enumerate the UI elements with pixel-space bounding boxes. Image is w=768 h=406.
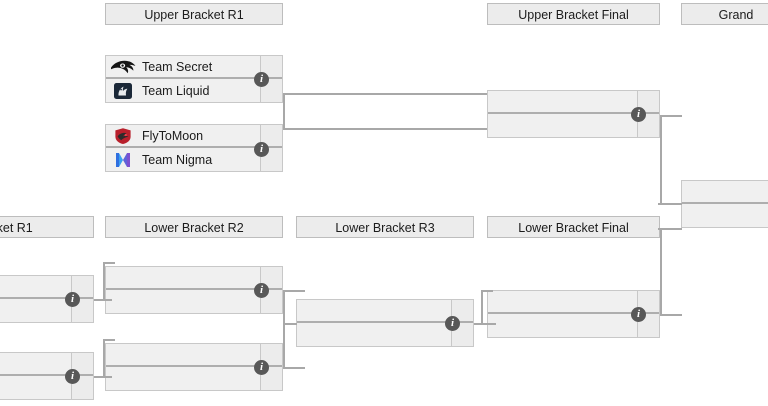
match-score — [260, 344, 282, 365]
connector-ubfinal-out-horizontal — [660, 115, 682, 117]
connector-grandfinal-top-in-horizontal — [658, 203, 682, 205]
match-score — [637, 291, 659, 312]
connector-lbr1-m1-horizontal — [94, 299, 112, 301]
connector-lbr2-m2-vertical — [283, 323, 285, 367]
connector-lbr1-m2-vertical — [103, 339, 105, 376]
connector-lbfinal-in-vertical — [481, 290, 483, 323]
match-opponent-row[interactable] — [682, 181, 768, 204]
match-score — [71, 353, 93, 374]
match-opponent-row[interactable]: Team Nigma — [106, 148, 282, 171]
match-info-icon[interactable]: i — [254, 72, 269, 87]
team-secret-eye-logo — [108, 56, 138, 77]
match-opponent-row[interactable] — [106, 344, 282, 367]
match-score — [260, 56, 282, 77]
connector-ubfinal-to-grandfinal-vertical — [660, 115, 662, 203]
team-name: FlyToMoon — [142, 128, 204, 143]
connector-lbr2-m1-vertical — [283, 290, 285, 323]
connector-lbfinal-to-grandfinal-vertical — [660, 228, 662, 314]
match-score — [71, 276, 93, 297]
team-name: Team Liquid — [142, 83, 210, 98]
round-header-lower-bracket-r2: Lower Bracket R2 — [105, 216, 283, 238]
match-info-icon[interactable]: i — [445, 316, 460, 331]
round-header-lower-bracket-r1: racket R1 — [0, 216, 94, 238]
match-info-icon[interactable]: i — [254, 360, 269, 375]
match-lower-bracket-r2-2[interactable] — [105, 343, 283, 391]
match-info-icon[interactable]: i — [65, 369, 80, 384]
connector-lbr2-m1-out-horizontal — [283, 290, 305, 292]
connector-grandfinal-bottom-in-horizontal — [658, 228, 682, 230]
round-header-lower-bracket-r3: Lower Bracket R3 — [296, 216, 474, 238]
match-score — [637, 91, 659, 112]
round-header-upper-bracket-r1: Upper Bracket R1 — [105, 3, 283, 25]
match-info-icon[interactable]: i — [254, 142, 269, 157]
round-header-lower-bracket-final: Lower Bracket Final — [487, 216, 660, 238]
connector-lbr2-m2-out-horizontal — [283, 367, 305, 369]
match-opponent-row[interactable] — [488, 291, 659, 314]
connector-lbr2-m2-in-horizontal — [103, 339, 115, 341]
round-header-upper-bracket-final: Upper Bracket Final — [487, 3, 660, 25]
connector-ubr1-m2-horizontal — [283, 128, 487, 130]
match-info-icon[interactable]: i — [631, 307, 646, 322]
match-opponent-row[interactable] — [106, 267, 282, 290]
match-info-icon[interactable]: i — [631, 107, 646, 122]
connector-lbr2-m1-in-horizontal — [103, 262, 115, 264]
match-info-icon[interactable]: i — [254, 283, 269, 298]
match-opponent-row[interactable]: FlyToMoon — [106, 125, 282, 148]
match-upper-bracket-r1-2[interactable]: FlyToMoon Team Nigma — [105, 124, 283, 172]
match-opponent-row[interactable] — [488, 91, 659, 114]
match-score — [260, 267, 282, 288]
connector-ubr1-m1-horizontal — [283, 93, 487, 95]
connector-lbr3-in-horizontal — [283, 323, 297, 325]
connector-lbr1-m2-horizontal — [94, 376, 112, 378]
connector-lbfinal-out-horizontal — [660, 314, 682, 316]
match-lower-bracket-r2-1[interactable] — [105, 266, 283, 314]
flytomoon-shield-logo — [108, 125, 138, 146]
match-score — [260, 125, 282, 146]
team-name: Team Secret — [142, 59, 213, 74]
match-opponent-row[interactable] — [297, 300, 473, 323]
connector-lbr3-out-horizontal — [474, 323, 496, 325]
match-opponent-row[interactable]: Team Secret — [106, 56, 282, 79]
match-opponent-row[interactable] — [682, 204, 768, 227]
match-score — [451, 300, 473, 321]
team-nigma-m-logo — [108, 149, 138, 170]
team-name: Team Nigma — [142, 152, 213, 167]
team-liquid-horse-logo — [108, 80, 138, 101]
connector-ubr1-vertical — [283, 93, 285, 130]
connector-lbfinal-in-horizontal — [481, 290, 493, 292]
connector-lbr1-m1-vertical — [103, 262, 105, 299]
match-info-icon[interactable]: i — [65, 292, 80, 307]
match-grand-final[interactable] — [681, 180, 768, 228]
round-header-grand-final: Grand — [681, 3, 768, 25]
match-opponent-row[interactable] — [488, 314, 659, 337]
